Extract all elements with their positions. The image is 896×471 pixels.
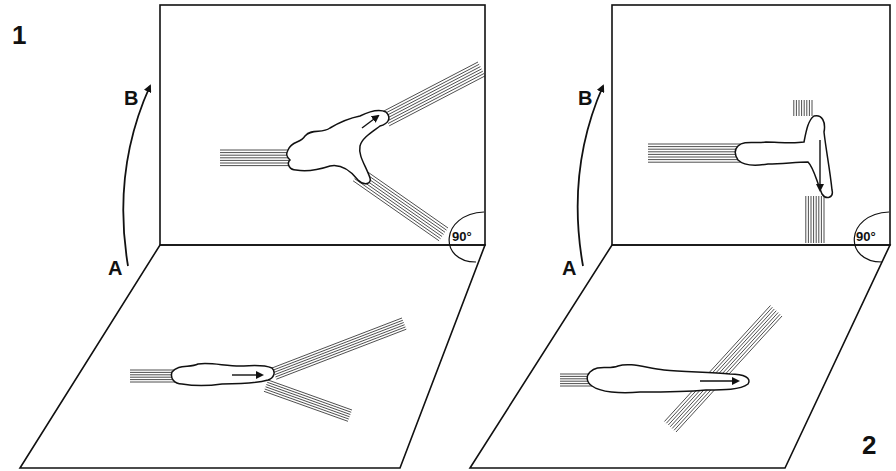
fiber-line <box>361 170 447 230</box>
fiber-line <box>272 318 402 368</box>
fiber-line <box>806 100 807 116</box>
panel-number: 1 <box>12 22 26 48</box>
panel-number: 2 <box>862 432 876 458</box>
cell <box>171 363 274 385</box>
rotation-arrow <box>123 86 150 266</box>
fiber-line <box>648 157 740 158</box>
fiber-line <box>275 325 405 375</box>
fiber-line <box>560 374 592 375</box>
fiber-line <box>355 179 441 239</box>
fiber-line <box>130 372 176 373</box>
fiber-line <box>387 71 483 121</box>
direction-arrow <box>362 116 378 128</box>
floor-plane <box>470 245 890 468</box>
fiber-line <box>273 320 403 370</box>
rotation-arrow <box>578 86 603 266</box>
fiber-line <box>801 100 802 116</box>
fiber-line <box>356 177 442 237</box>
direction-arrow <box>819 140 820 190</box>
angle-arc <box>854 212 889 262</box>
fiber-line <box>648 159 740 160</box>
fiber-line <box>816 196 817 243</box>
fiber-line <box>384 67 480 117</box>
fiber-line <box>130 379 176 380</box>
fiber-line <box>274 322 404 372</box>
fiber-line <box>664 305 770 421</box>
fiber-line <box>805 196 806 243</box>
fiber-line <box>276 329 406 379</box>
fiber-line <box>808 196 809 243</box>
fiber-line <box>804 100 805 116</box>
fiber-line <box>648 146 740 147</box>
fiber-line <box>386 69 482 119</box>
fiber-line <box>648 149 740 150</box>
fiber-line <box>560 386 592 387</box>
position-label: A <box>108 258 122 278</box>
fiber-line <box>818 196 819 243</box>
fiber-line <box>796 100 797 116</box>
fiber-line <box>362 168 448 228</box>
fiber-line <box>799 100 800 116</box>
fiber-line <box>275 327 405 377</box>
fiber-line <box>824 196 825 243</box>
fiber-line <box>813 196 814 243</box>
fiber-line <box>264 391 348 421</box>
fiber-line <box>388 74 484 124</box>
fiber-line <box>130 377 176 378</box>
direction-arrow <box>700 380 738 381</box>
fiber-line <box>648 144 740 145</box>
fiber-line <box>265 389 349 419</box>
fiber-line <box>358 174 444 234</box>
fiber-line <box>220 163 292 164</box>
cell <box>287 110 389 183</box>
fiber-line <box>666 307 772 423</box>
fiber-bundles <box>130 62 824 432</box>
fiber-line <box>266 385 350 415</box>
fiber-line <box>220 152 292 153</box>
fiber-line <box>811 196 812 243</box>
fiber-line <box>220 160 292 161</box>
fiber-line <box>353 181 439 241</box>
fiber-line <box>821 196 822 243</box>
angle-arc <box>449 212 484 262</box>
fiber-line <box>560 383 592 384</box>
fiber-line <box>668 309 774 425</box>
fiber-line <box>130 382 176 383</box>
position-label: B <box>124 88 138 108</box>
position-label: A <box>562 258 576 278</box>
fiber-line <box>672 312 778 428</box>
fiber-line <box>648 151 740 152</box>
direction-arrow <box>232 374 262 375</box>
fiber-line <box>359 172 445 232</box>
fiber-line <box>266 387 350 417</box>
fiber-line <box>220 165 292 166</box>
cell <box>587 365 749 393</box>
fiber-line <box>793 100 794 116</box>
floor-plane <box>20 245 485 468</box>
fiber-line <box>130 374 176 375</box>
fiber-line <box>648 162 740 163</box>
angle-label: 90° <box>856 230 876 243</box>
fiber-line <box>383 64 479 114</box>
angle-label: 90° <box>452 230 472 243</box>
wall-plane <box>612 5 890 245</box>
fiber-line <box>809 100 810 116</box>
fiber-line <box>130 370 176 371</box>
fiber-line <box>648 154 740 155</box>
wall-plane <box>160 5 485 245</box>
fiber-line <box>220 150 292 151</box>
position-label: B <box>578 88 592 108</box>
cell <box>735 116 832 198</box>
fiber-line <box>220 155 292 156</box>
fiber-line <box>670 311 776 427</box>
fiber-line <box>812 100 813 116</box>
fiber-line <box>220 157 292 158</box>
fiber-line <box>389 76 485 126</box>
